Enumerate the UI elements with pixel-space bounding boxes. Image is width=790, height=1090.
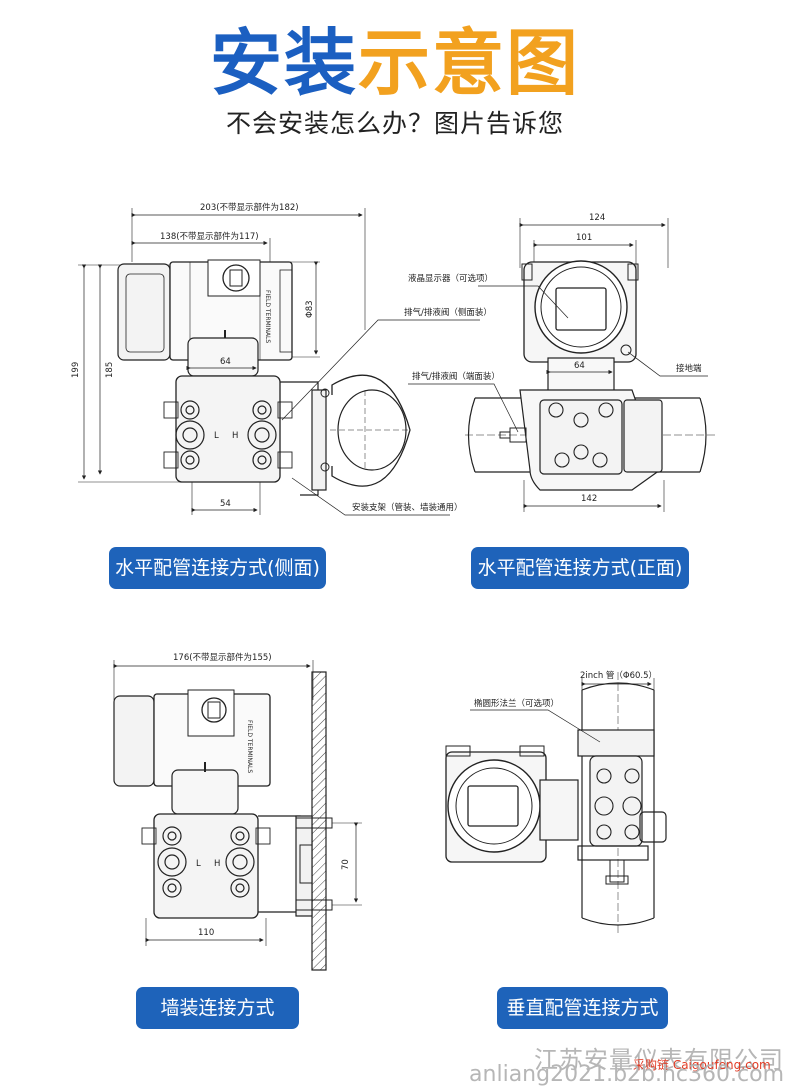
dim-138: 138(不带显示部件为117) xyxy=(160,231,259,242)
dim-176: 176(不带显示部件为155) xyxy=(173,652,272,663)
dim-199: 199 xyxy=(71,362,81,378)
label-vent-side: 排气/排液阀（侧面装） xyxy=(404,307,492,318)
dim-54: 54 xyxy=(220,499,231,509)
dim-203: 203(不带显示部件为182) xyxy=(200,202,299,213)
port-H: H xyxy=(232,431,238,441)
label-lcd: 液晶显示器（可选项） xyxy=(408,273,493,284)
vertical-lcd-window xyxy=(467,785,519,827)
dim-pipe: 2inch 管（Φ60.5） xyxy=(580,670,657,681)
dim-70: 70 xyxy=(341,859,351,870)
front-flange xyxy=(539,399,623,475)
caption-vertical-pipe: 垂直配管连接方式 xyxy=(497,987,668,1029)
caption-horizontal-side: 水平配管连接方式(侧面) xyxy=(109,547,326,589)
dim-185: 185 xyxy=(105,362,115,378)
dim-64: 64 xyxy=(220,357,231,367)
label-flange: 椭圆形法兰（可选项） xyxy=(474,698,559,709)
title-part-orange: 示意图 xyxy=(358,21,581,105)
drawing-horizontal-side: 203(不带显示部件为182) 138(不带显示部件为117) 199 185 … xyxy=(71,202,492,516)
drawing-wall-mount: 176(不带显示部件为155) FIELD TERMINALS L H xyxy=(113,652,362,971)
cable-gland xyxy=(222,264,250,292)
port-L: L xyxy=(214,431,219,441)
field-terminals-label-wall: FIELD TERMINALS xyxy=(246,720,253,773)
drawing-horizontal-front: 124 101 64 xyxy=(408,213,715,512)
front-bolts xyxy=(548,402,614,468)
vertical-bolts xyxy=(594,768,642,840)
dim-110: 110 xyxy=(198,928,214,938)
dim-124: 124 xyxy=(589,213,605,223)
field-terminals-label: FIELD TERMINALS xyxy=(264,290,271,343)
dim-phi83: Φ83 xyxy=(305,300,315,318)
caption-wall-mount: 墙装连接方式 xyxy=(136,987,299,1029)
drawing-vertical-pipe: 2inch 管（Φ60.5） 椭圆形法兰（可选项） xyxy=(445,670,667,935)
watermark-caigou: 采购链 Caigoufeng.com xyxy=(633,1058,771,1072)
port-H-wall: H xyxy=(214,859,220,869)
port-L-wall: L xyxy=(196,859,201,869)
page-subtitle: 不会安装怎么办？图片告诉您 xyxy=(225,109,564,138)
wall-bracket xyxy=(295,815,313,917)
wall-flange-bolts xyxy=(157,826,255,898)
lcd-display-ring xyxy=(534,260,628,354)
wall xyxy=(311,671,327,971)
caption-horizontal-front: 水平配管连接方式(正面) xyxy=(471,547,689,589)
dim-64-front: 64 xyxy=(574,361,585,371)
label-ground: 接地端 xyxy=(676,363,702,374)
label-vent-end: 排气/排液阀（端面装） xyxy=(412,371,500,382)
lcd-window xyxy=(555,287,607,331)
flange-bolts xyxy=(175,400,277,470)
page-title: 安装示意图 xyxy=(0,18,790,108)
title-part-blue: 安装 xyxy=(209,21,358,105)
dim-142: 142 xyxy=(581,494,597,504)
label-bracket: 安装支架（管装、墙装通用） xyxy=(352,502,463,513)
u-bolt xyxy=(331,374,411,487)
dim-101: 101 xyxy=(576,233,592,243)
watermark-company: 江苏安量仪表有限公司 xyxy=(534,1046,784,1074)
watermark-site: anliang2021.b2b.hc360.com xyxy=(469,1062,784,1087)
